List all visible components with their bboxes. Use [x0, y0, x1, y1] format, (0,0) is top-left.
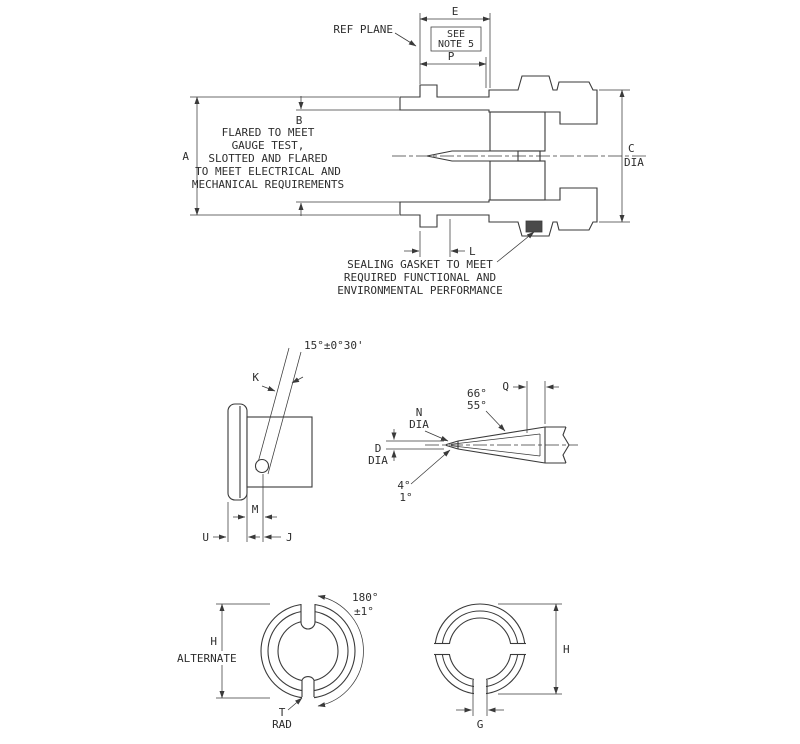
outer-shell-upper: [399, 75, 598, 125]
arc-180: [317, 594, 364, 708]
dim-label-q: Q: [502, 380, 509, 393]
middle-circle: [441, 610, 519, 688]
dielectric-upper: [489, 111, 546, 152]
bore-circle: [448, 617, 512, 681]
dim-label-c-dia: DIA: [624, 156, 644, 169]
dim-label-l: L: [469, 245, 476, 258]
ref-plane-label: REF PLANE: [333, 23, 393, 36]
connector-body: [392, 75, 648, 237]
dim-label-k: K: [252, 371, 259, 384]
angle-label-180: 180°: [352, 591, 379, 604]
end-view-right: G H: [433, 603, 570, 731]
dim-label-e: E: [452, 5, 459, 18]
dim-label-g: G: [477, 718, 484, 731]
end-view-alternate: 180° ±1° H ALTERNATE T RAD: [174, 591, 379, 731]
angle-label-55: 55°: [467, 399, 487, 412]
bore-circle: [277, 620, 339, 682]
dim-label-m: M: [252, 503, 259, 516]
outer-shell-lower: [399, 187, 598, 237]
note-box-line1: SEE: [447, 29, 465, 40]
dim-label-j: J: [286, 531, 293, 544]
flange-edge: [227, 403, 248, 501]
socket-bore-lower: [450, 445, 541, 457]
dim-label-c: C: [628, 142, 635, 155]
gasket-note-line2: REQUIRED FUNCTIONAL AND: [344, 271, 496, 284]
dim-label-b: B: [296, 114, 303, 127]
dim-label-d-dia: DIA: [368, 454, 388, 467]
dim-label-n-dia: DIA: [409, 418, 429, 431]
slot-end-radius: [254, 458, 270, 474]
socket-bore-upper: [450, 433, 541, 445]
angle-label-1: 1°: [399, 491, 412, 504]
dim-label-u: U: [202, 531, 209, 544]
pin-detail-view: Q 66° 55° N DIA D DIA 4° 1°: [368, 380, 578, 504]
sealing-gasket: [525, 220, 543, 233]
slot-edge-1: [255, 347, 290, 471]
main-view-dimensions: E SEE NOTE 5 P REF PLANE A B FLARED TO: [182, 5, 644, 297]
angle-tol-label: ±1°: [354, 605, 374, 618]
flared-note-line2: GAUGE TEST,: [232, 139, 305, 152]
note-box: [430, 26, 482, 52]
dielectric-lower: [489, 160, 546, 201]
dim-label-d: D: [375, 442, 382, 455]
dim-label-n: N: [416, 406, 423, 419]
gasket-note-line1: SEALING GASKET TO MEET: [347, 258, 493, 271]
flared-note-line3: SLOTTED AND FLARED: [208, 152, 327, 165]
bottom-keyway: [301, 676, 315, 681]
note-box-line2: NOTE 5: [438, 39, 474, 50]
shell-barrel: [246, 416, 313, 488]
slot-edge-2: [267, 351, 302, 475]
dim-label-t: T: [279, 706, 286, 719]
dim-label-h-right: H: [563, 643, 570, 656]
angle-label-15: 15°±0°30': [304, 339, 364, 352]
top-keyway: [300, 621, 316, 630]
angle-label-66: 66°: [467, 387, 487, 400]
alternate-label: ALTERNATE: [177, 652, 237, 665]
break-line: [562, 426, 570, 464]
flared-note-line4: TO MEET ELECTRICAL AND: [195, 165, 341, 178]
angle-label-4: 4°: [397, 479, 410, 492]
dim-label-a: A: [182, 150, 189, 163]
dim-label-t-rad: RAD: [272, 718, 292, 731]
dim-label-p: P: [448, 50, 455, 63]
slot-detail-view: 15°±0°30' K M U J: [202, 339, 363, 544]
gasket-note-line3: ENVIRONMENTAL PERFORMANCE: [337, 284, 503, 297]
flared-note-line1: FLARED TO MEET: [222, 126, 315, 139]
main-section-view: E SEE NOTE 5 P REF PLANE A B FLARED TO: [182, 5, 648, 297]
flared-note-line5: MECHANICAL REQUIREMENTS: [192, 178, 344, 191]
dim-label-h-left: H: [210, 635, 217, 648]
